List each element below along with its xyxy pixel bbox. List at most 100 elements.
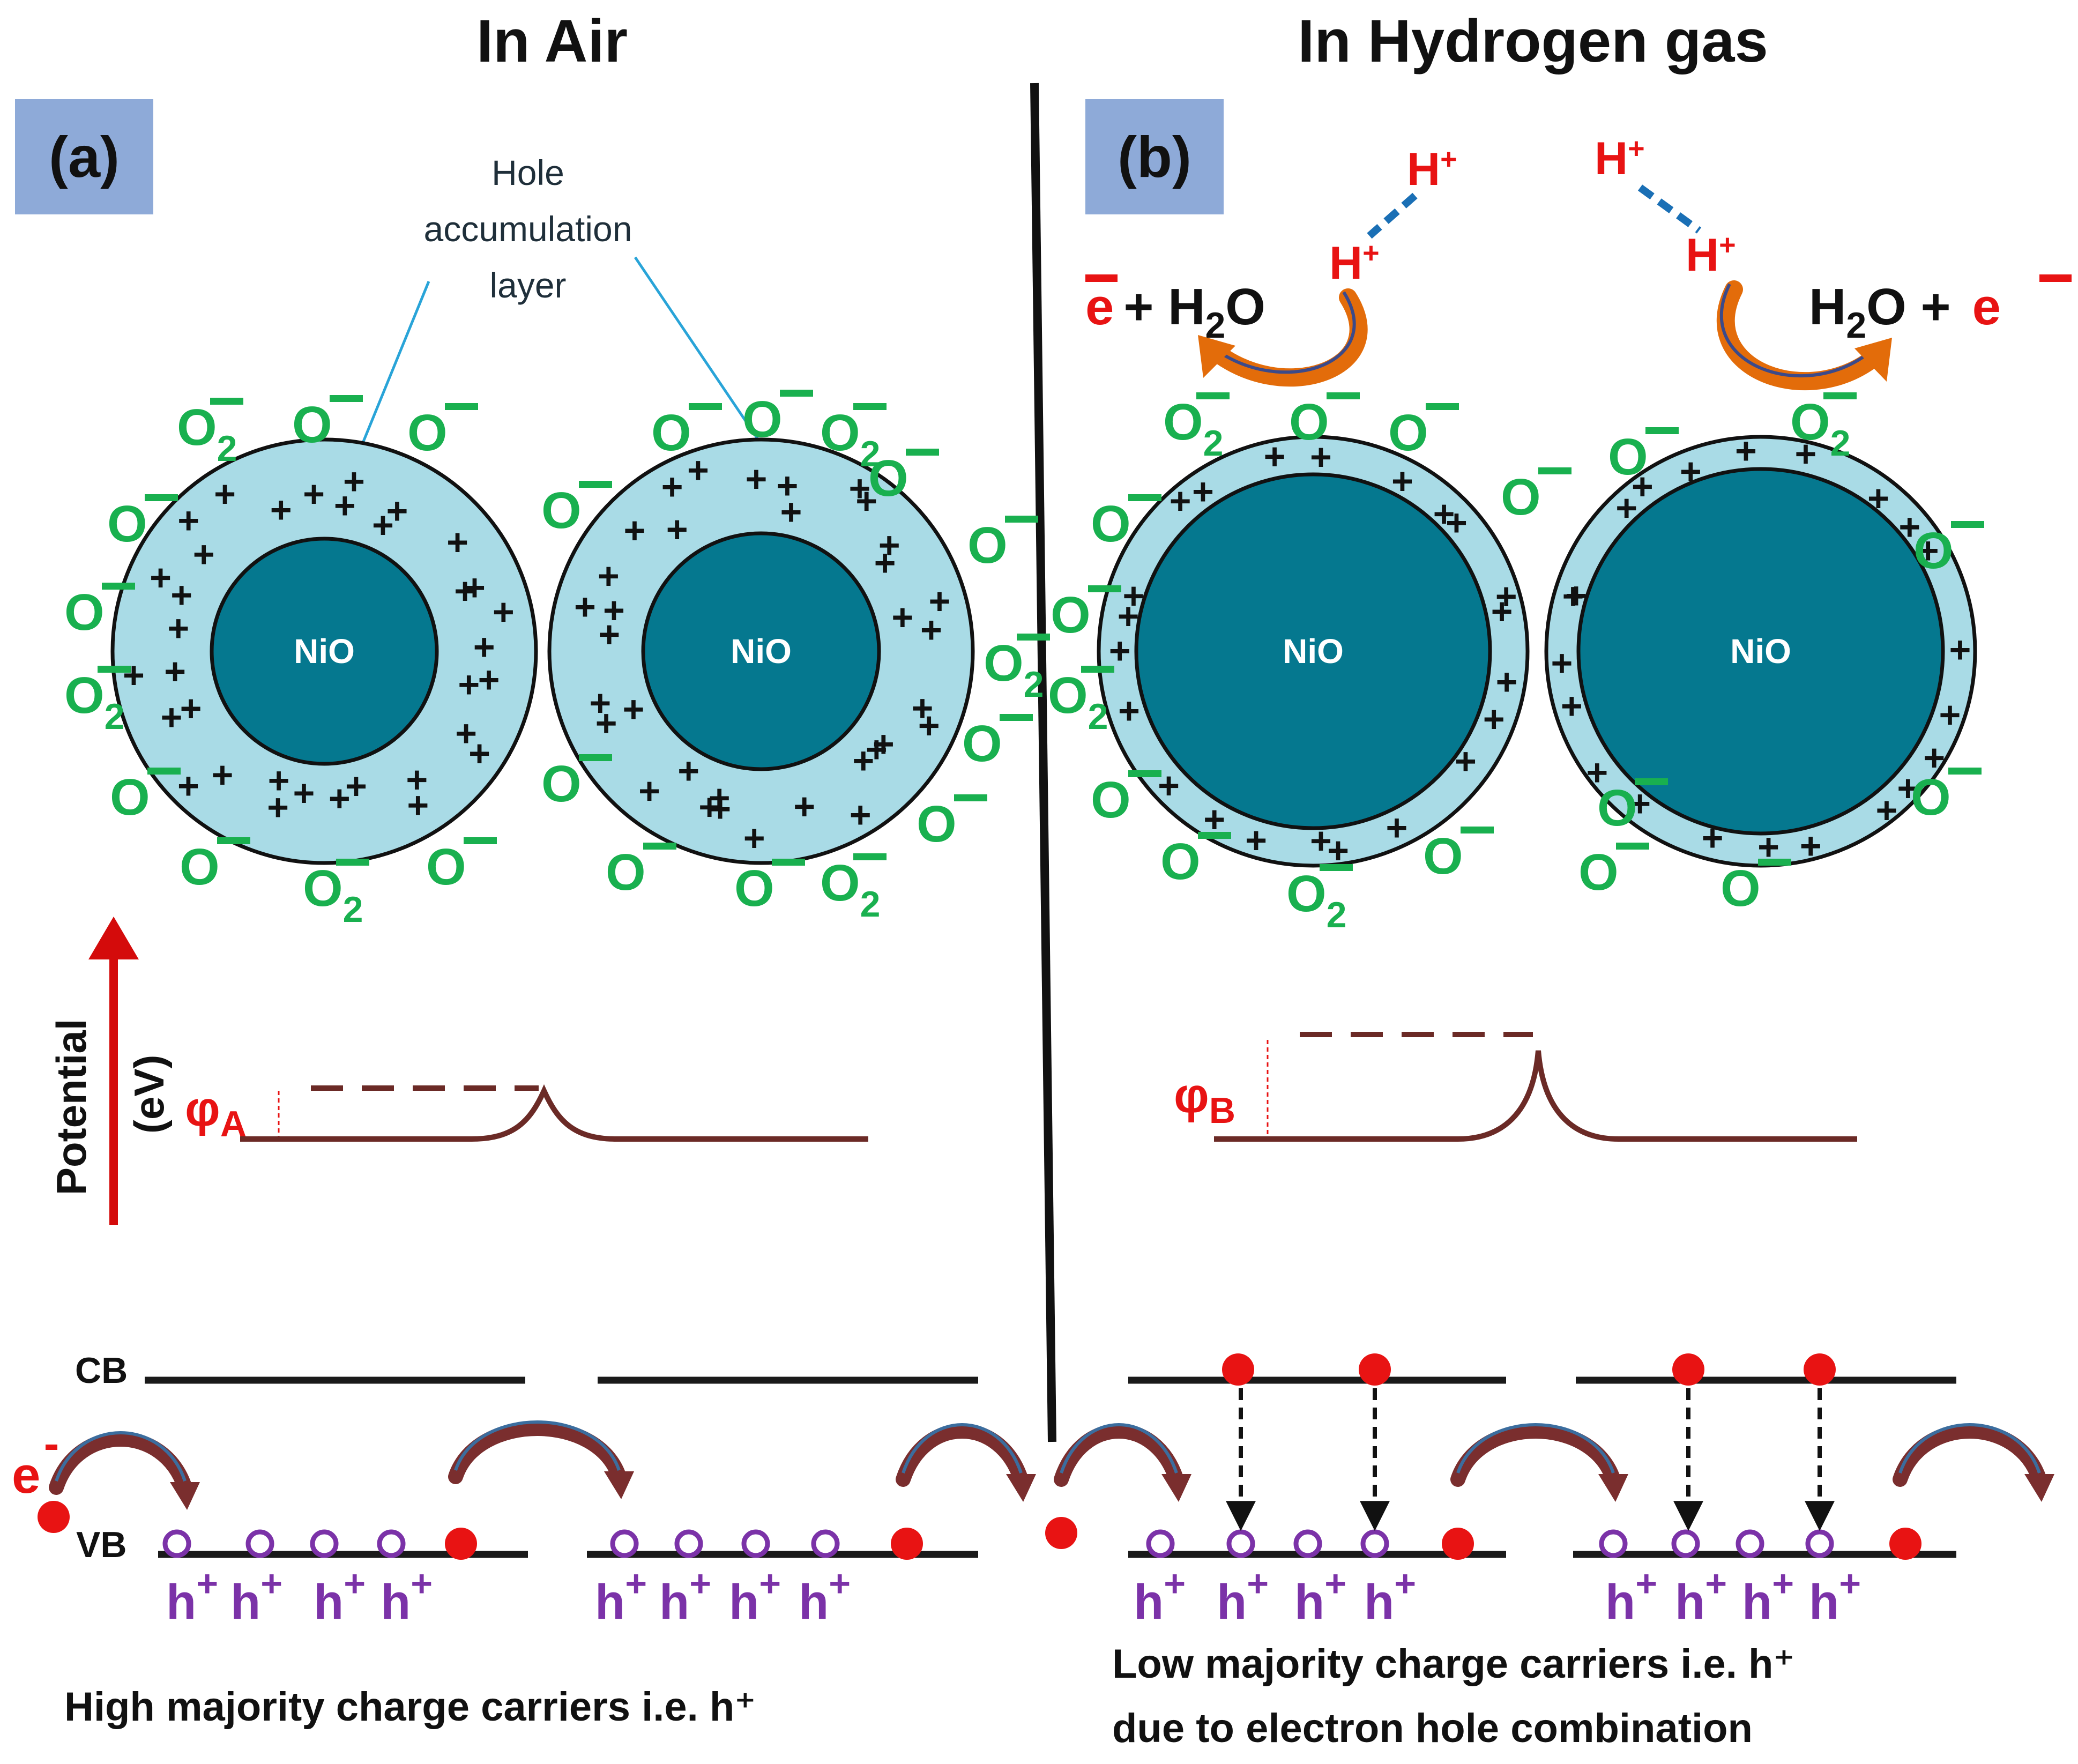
hole-carrier xyxy=(310,1529,339,1558)
caption-b-line-1: Low majority charge carriers i.e. h⁺ xyxy=(1112,1641,1794,1687)
hole-plus: + xyxy=(212,754,234,796)
hopping-arrow xyxy=(1450,1424,1621,1487)
hole-plus: + xyxy=(793,785,815,827)
hole-plus: + xyxy=(850,794,872,836)
oxygen-ion: O xyxy=(917,795,957,853)
hole-plus: + xyxy=(1875,789,1897,831)
hole-plus: + xyxy=(709,777,731,818)
hole-plus: + xyxy=(1867,478,1889,519)
hopping-arrowhead xyxy=(2024,1474,2054,1502)
hole-plus: + xyxy=(170,574,192,616)
oxygen-ion: O2 xyxy=(984,635,1044,705)
reaction-arrowhead-left xyxy=(1198,335,1235,378)
hole-plus: + xyxy=(493,591,515,633)
hopping-arrow xyxy=(448,1421,627,1484)
free-electron-charge xyxy=(46,1445,57,1450)
hole-plus: + xyxy=(177,500,199,541)
panel-a-title: In Air xyxy=(476,8,628,75)
hole-plus: + xyxy=(455,712,477,754)
hole-carrier xyxy=(1293,1529,1322,1558)
ion-charge xyxy=(954,794,987,801)
hole-plus: + xyxy=(848,467,870,509)
hole-plus: + xyxy=(1615,487,1637,529)
hole-carrier xyxy=(674,1529,703,1558)
oxygen-ion: O xyxy=(1160,833,1201,890)
hole-plus: + xyxy=(386,490,408,532)
barrier-a: φA xyxy=(185,1082,868,1144)
ion-charge xyxy=(772,859,805,866)
hydrogen-reaction: H+H+H+H+ e+ H2O H2O +e xyxy=(1085,132,2072,391)
panel-a-label-box xyxy=(15,99,153,214)
potential-label: Potential xyxy=(48,1019,95,1195)
nio-label: NiO xyxy=(1730,632,1791,671)
callout-line-1: Hole xyxy=(491,153,564,192)
hole-plus: + xyxy=(1632,465,1654,507)
hole-plus: + xyxy=(1496,661,1518,703)
ion-charge xyxy=(464,837,497,844)
oxygen-ion: O xyxy=(110,769,150,826)
hole-plus: + xyxy=(473,626,495,668)
ion-charge xyxy=(853,853,887,860)
hole-plus: + xyxy=(1455,740,1477,782)
panel-divider xyxy=(1030,83,1056,1442)
hopping-arrowhead xyxy=(170,1482,200,1510)
nio-label: NiO xyxy=(294,632,355,671)
oxygen-ion: O xyxy=(64,584,105,641)
hole-plus: + xyxy=(1386,807,1407,848)
hole-plus: + xyxy=(329,777,351,819)
oxygen-ion: O xyxy=(541,755,582,813)
hole-plus: + xyxy=(303,473,325,515)
hole-label: h+ xyxy=(659,1562,711,1629)
hole-plus: + xyxy=(1118,595,1139,637)
oxygen-ion: O2 xyxy=(820,404,881,474)
oxygen-ion: O xyxy=(1423,828,1463,885)
reaction-arrow-right xyxy=(1716,280,1888,391)
hole-plus: + xyxy=(407,784,429,826)
hole-plus: + xyxy=(1897,768,1919,809)
hopping-arrowhead xyxy=(1006,1474,1036,1502)
ion-charge xyxy=(210,398,243,405)
hole-label: h+ xyxy=(1742,1562,1794,1629)
oxygen-ion: O xyxy=(606,844,646,901)
electron xyxy=(445,1528,477,1560)
hole-plus: + xyxy=(267,786,289,828)
hole-plus: + xyxy=(1109,630,1131,672)
nio-label: NiO xyxy=(731,632,792,671)
hole-plus: + xyxy=(160,696,182,738)
oxygen-ion: O xyxy=(651,404,691,462)
nio-core xyxy=(1576,467,1945,836)
hole-plus: + xyxy=(855,480,877,522)
caption-a: High majority charge carriers i.e. h⁺ xyxy=(64,1684,756,1730)
ion-charge xyxy=(1320,864,1353,871)
hole-carrier xyxy=(1805,1529,1834,1558)
ion-charge xyxy=(330,395,363,402)
ion-charge xyxy=(1017,634,1050,641)
hole-plus: + xyxy=(928,580,950,622)
oxygen-ion: O xyxy=(1578,844,1619,901)
callout-arrow-left xyxy=(348,281,430,475)
hole-plus: + xyxy=(603,590,625,631)
hole-plus: + xyxy=(661,466,683,508)
oxygen-ion: O xyxy=(1091,771,1131,829)
hole-plus: + xyxy=(334,485,356,526)
hole-plus: + xyxy=(1495,575,1517,617)
hole-plus: + xyxy=(743,817,765,859)
hole-plus: + xyxy=(1917,530,1939,571)
hole-plus: + xyxy=(1898,506,1920,548)
ion-charge xyxy=(1000,714,1033,721)
oxygen-ion: O xyxy=(742,391,783,448)
panel-b-title: In Hydrogen gas xyxy=(1298,8,1768,75)
hole-carrier xyxy=(245,1529,274,1558)
hole-plus: + xyxy=(1702,817,1724,859)
hole-plus: + xyxy=(589,682,611,724)
ion-charge xyxy=(579,754,612,761)
hole-label: h+ xyxy=(1217,1562,1269,1629)
hole-carrier xyxy=(1599,1529,1628,1558)
band-carriers: h+h+h+h+h+h+h+h+h+h+h+h+h+h+h+h+ xyxy=(38,1353,2054,1629)
hole-plus: + xyxy=(874,542,896,584)
potential-unit: (eV) xyxy=(125,1055,173,1134)
hole-plus: + xyxy=(1939,694,1961,736)
